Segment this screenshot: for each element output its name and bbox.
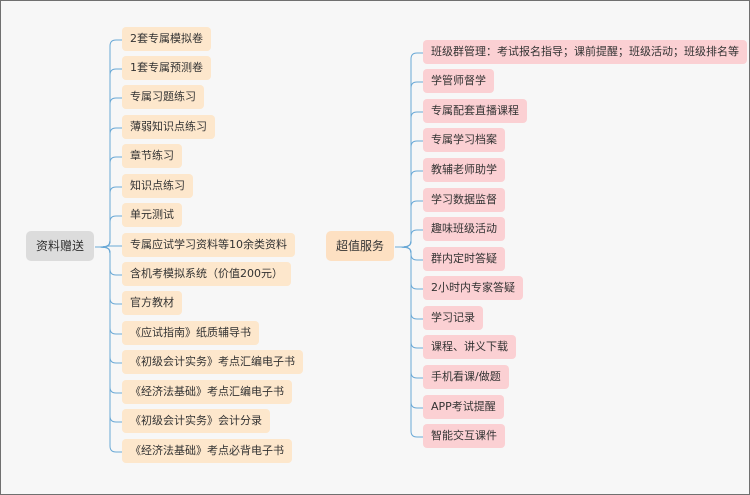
left-leaf-node[interactable]: 官方教材: [122, 291, 182, 315]
right-leaf-node[interactable]: 班级群管理：考试报名指导；课前提醒；班级活动；班级排名等: [423, 40, 747, 64]
right-leaf-node[interactable]: 专属学习档案: [423, 128, 505, 152]
connector-line: [95, 68, 123, 248]
right-leaf-node[interactable]: 2小时内专家答疑: [423, 276, 523, 300]
connector-line: [395, 246, 424, 438]
left-leaf-node[interactable]: 《初级会计实务》会计分录: [122, 409, 270, 433]
connector-line: [95, 186, 123, 248]
connector-line: [95, 246, 123, 276]
connector-line: [395, 170, 424, 248]
left-root-node[interactable]: 资料赠送: [26, 231, 95, 261]
right-leaf-node[interactable]: 课程、讲义下载: [423, 335, 516, 359]
left-leaf-node[interactable]: 薄弱知识点练习: [122, 115, 215, 139]
left-leaf-node[interactable]: 专属应试学习资料等10余类资料: [122, 233, 295, 257]
left-leaf-node[interactable]: 《应试指南》纸质辅导书: [122, 321, 259, 345]
connector-line: [395, 200, 424, 248]
right-leaf-node[interactable]: 智能交互课件: [423, 424, 505, 448]
left-leaf-node[interactable]: 专属习题练习: [122, 85, 204, 109]
connector-line: [395, 246, 424, 409]
left-leaf-node[interactable]: 章节练习: [122, 144, 182, 168]
left-leaf-node[interactable]: 单元测试: [122, 203, 182, 227]
right-leaf-node[interactable]: 教辅老师助学: [423, 158, 505, 182]
connector-line: [95, 246, 123, 453]
right-leaf-node[interactable]: APP考试提醒: [423, 395, 504, 419]
left-leaf-node[interactable]: 《经济法基础》考点必背电子书: [122, 439, 292, 463]
connector-line: [395, 81, 424, 248]
connector-line: [395, 246, 424, 379]
connector-line: [95, 215, 123, 248]
left-leaf-node[interactable]: 《经济法基础》考点汇编电子书: [122, 380, 292, 404]
connector-line: [95, 246, 123, 394]
right-leaf-node[interactable]: 专属配套直播课程: [423, 99, 527, 123]
right-leaf-node[interactable]: 学习记录: [423, 306, 483, 330]
connector-line: [395, 246, 424, 349]
right-leaf-node[interactable]: 学习数据监督: [423, 188, 505, 212]
left-leaf-node[interactable]: 《初级会计实务》考点汇编电子书: [122, 350, 303, 374]
connector-line: [95, 97, 123, 248]
right-leaf-node[interactable]: 趣味班级活动: [423, 217, 505, 241]
connector-line: [95, 246, 123, 335]
left-leaf-node[interactable]: 2套专属模拟卷: [122, 27, 211, 51]
connector-line: [395, 111, 424, 248]
connector-line: [395, 140, 424, 248]
left-leaf-node[interactable]: 知识点练习: [122, 174, 193, 198]
connector-line: [395, 246, 424, 290]
connector-line: [395, 246, 424, 320]
right-leaf-node[interactable]: 手机看课/做题: [423, 365, 509, 389]
right-root-node[interactable]: 超值服务: [326, 231, 395, 261]
connector-line: [395, 229, 424, 248]
right-leaf-node[interactable]: 学管师督学: [423, 69, 494, 93]
left-leaf-node[interactable]: 含机考模拟系统（价值200元）: [122, 262, 291, 286]
left-leaf-node[interactable]: 1套专属预测卷: [122, 56, 211, 80]
right-leaf-node[interactable]: 群内定时答疑: [423, 247, 505, 271]
connector-line: [95, 156, 123, 248]
connector-line: [95, 246, 123, 364]
